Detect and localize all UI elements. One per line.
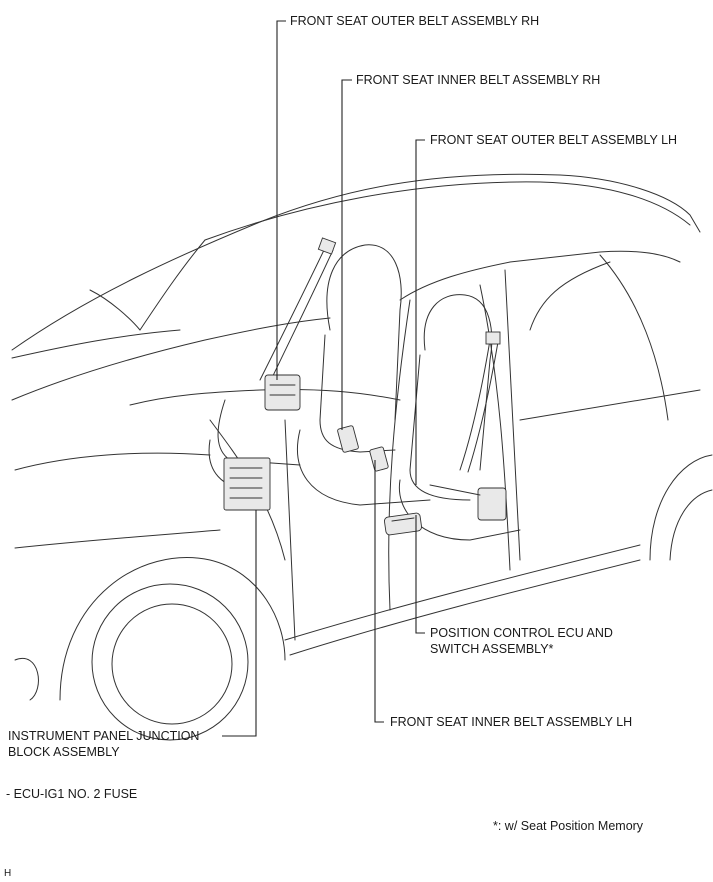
corner-code: H [4,868,12,879]
leader-lines [222,20,425,737]
label-front-seat-outer-belt-lh: FRONT SEAT OUTER BELT ASSEMBLY LH [430,133,678,147]
label-junction-block-line1: INSTRUMENT PANEL JUNCTION [8,729,200,743]
label-fuse: - ECU-IG1 NO. 2 FUSE [6,787,138,801]
seat-belts [259,237,507,521]
position-control-ecu [383,512,423,536]
junction-block [223,457,271,511]
label-front-seat-inner-belt-lh: FRONT SEAT INNER BELT ASSEMBLY LH [390,715,633,729]
label-front-seat-outer-belt-rh: FRONT SEAT OUTER BELT ASSEMBLY RH [290,14,540,28]
label-position-control-ecu-line1: POSITION CONTROL ECU AND [430,626,613,640]
label-position-control-ecu-line2: SWITCH ASSEMBLY* [430,642,554,656]
footnote: *: w/ Seat Position Memory [493,819,644,833]
car-body-outline [11,173,713,741]
label-front-seat-inner-belt-rh: FRONT SEAT INNER BELT ASSEMBLY RH [356,73,601,87]
label-junction-block-line2: BLOCK ASSEMBLY [8,745,120,759]
